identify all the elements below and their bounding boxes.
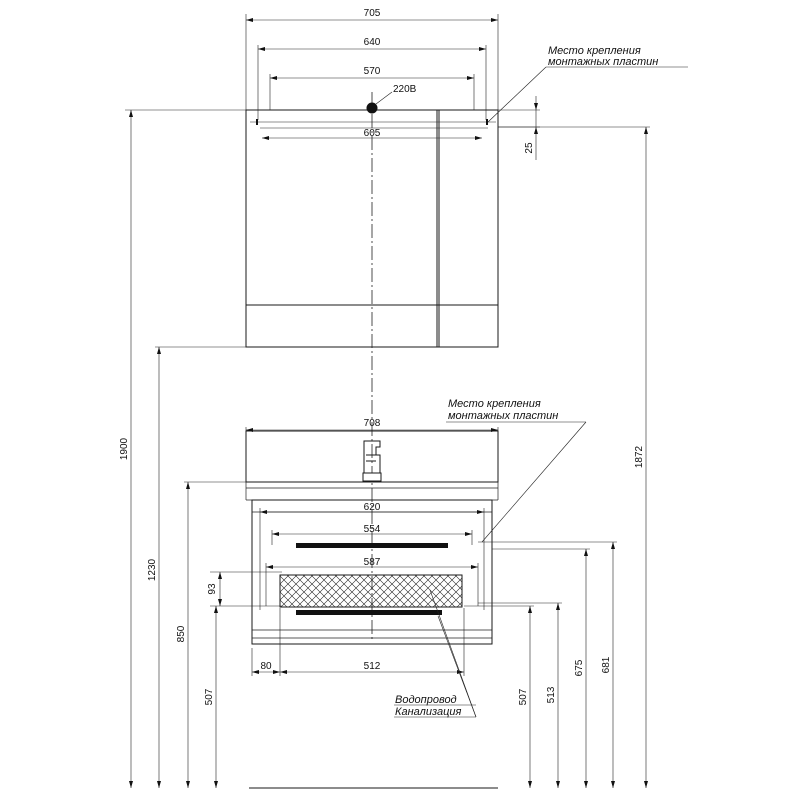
note-top-line2: монтажных пластин — [548, 56, 658, 68]
dim-25-label: 25 — [524, 142, 535, 154]
dim-1872-label: 1872 — [634, 445, 645, 468]
dim-513: 513 — [478, 602, 562, 788]
note-mid-line1: Место крепления — [448, 398, 541, 410]
socket-220v-icon — [366, 102, 378, 114]
socket-220v-label: 220В — [393, 84, 417, 95]
dim-507-left: 507 — [204, 606, 218, 788]
dim-681-label: 681 — [601, 656, 612, 673]
dim-570-label: 570 — [364, 66, 381, 77]
dim-1230-label: 1230 — [147, 558, 158, 581]
socket-leader — [375, 91, 393, 105]
dim-512-label: 512 — [364, 661, 381, 672]
note-top-line1: Место крепления — [548, 45, 641, 57]
dim-640: 640 — [257, 37, 487, 120]
dim-640-label: 640 — [364, 37, 381, 48]
drawer-hatched — [279, 574, 463, 608]
dim-681: 681 — [478, 541, 617, 788]
water-label: Водопровод — [395, 694, 457, 706]
dim-850: 850 — [176, 481, 246, 788]
dim-708: 708 — [245, 418, 499, 432]
dim-705: 705 — [245, 8, 499, 110]
note-top-leader — [487, 66, 547, 123]
dim-605-label: 605 — [364, 128, 381, 139]
dim-80-label: 80 — [260, 661, 272, 672]
vanity-basin — [245, 430, 499, 483]
dim-1230: 1230 — [147, 346, 246, 788]
dim-513-label: 513 — [546, 686, 557, 703]
dim-620-label: 620 — [364, 502, 381, 513]
dim-675: 675 — [492, 548, 590, 788]
dim-1900-label: 1900 — [119, 437, 130, 460]
sewer-leader — [437, 615, 477, 718]
drawer-handle-top — [296, 543, 448, 548]
sewer-label: Канализация — [395, 706, 461, 718]
dim-705-label: 705 — [364, 8, 381, 19]
dim-507-right-label: 507 — [518, 688, 529, 705]
dim-587: 587 — [265, 557, 479, 606]
dim-1872: 1872 — [498, 126, 650, 788]
note-mid-leader — [481, 421, 587, 543]
dim-587-label: 587 — [364, 557, 381, 568]
dim-675-label: 675 — [574, 659, 585, 676]
dim-507-right: 507 — [464, 605, 534, 788]
faucet-icon — [362, 440, 382, 482]
dim-620: 620 — [259, 502, 485, 610]
plate-mark-left — [256, 119, 258, 125]
dim-850-label: 850 — [176, 625, 187, 642]
dim-93: 93 — [207, 571, 282, 607]
dim-605: 605 — [262, 128, 482, 140]
dim-80-512: 80 512 — [251, 608, 465, 676]
dim-25: 25 — [498, 96, 540, 160]
note-mid-line2: монтажных пластин — [448, 410, 558, 422]
dim-1900: 1900 — [119, 109, 246, 788]
dim-507-left-label: 507 — [204, 688, 215, 705]
mirror-cabinet — [245, 102, 499, 348]
plate-mark-right — [486, 119, 488, 125]
dim-570: 570 — [269, 66, 475, 110]
dim-708-label: 708 — [364, 418, 381, 429]
dim-93-label: 93 — [207, 583, 218, 595]
dim-554: 554 — [271, 524, 473, 545]
dim-554-label: 554 — [364, 524, 381, 535]
drawer-handle-bottom — [296, 610, 442, 615]
